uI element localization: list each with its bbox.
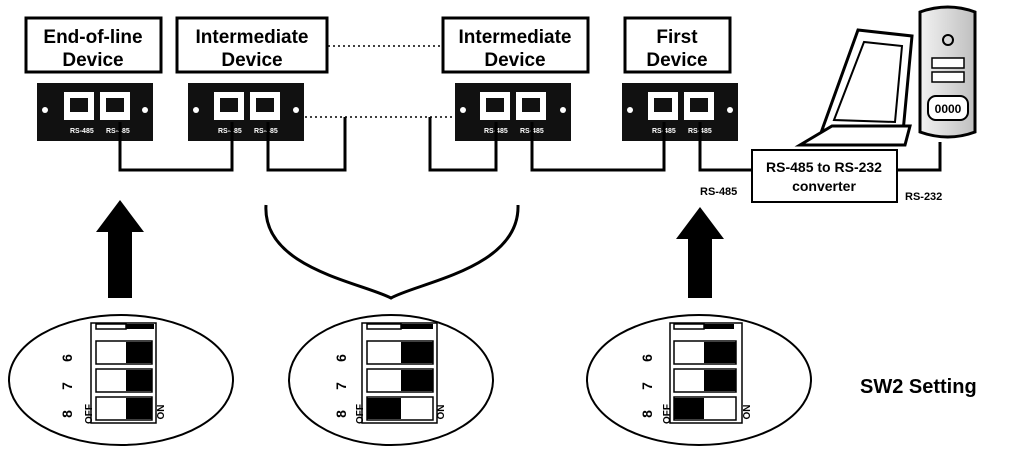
- device-label-intermediate-2: Intermediate Device: [441, 16, 590, 74]
- svg-text:8: 8: [333, 410, 349, 418]
- svg-text:6: 6: [59, 354, 75, 362]
- svg-text:7: 7: [333, 382, 349, 390]
- svg-text:RS-485: RS-485: [70, 128, 94, 135]
- rs485-cables: [118, 117, 942, 172]
- svg-text:First: First: [656, 27, 698, 48]
- device-module-first: RS-485 RS-485: [622, 83, 738, 141]
- converter-rs485-label: RS-485: [700, 186, 737, 198]
- svg-text:6: 6: [639, 354, 655, 362]
- device-label-intermediate-1: Intermediate Device: [175, 16, 329, 74]
- device-module-end-of-line: RS-485 RS-485: [37, 83, 153, 141]
- svg-text:End-of-line: End-of-line: [43, 27, 142, 48]
- svg-text:ON: ON: [156, 405, 167, 420]
- svg-text:7: 7: [639, 382, 655, 390]
- svg-text:8: 8: [639, 410, 655, 418]
- svg-text:Device: Device: [221, 50, 282, 71]
- sw2-setting-label: SW2 Setting: [860, 376, 977, 398]
- dip-switch-group-first: 6 7 8 OFF ON: [586, 314, 812, 446]
- svg-text:converter: converter: [792, 178, 856, 194]
- svg-text:OFF: OFF: [662, 404, 673, 424]
- svg-text:Device: Device: [484, 50, 545, 71]
- dip-switch-group-end-of-line: 6 7 8 OFF ON: [8, 314, 234, 446]
- svg-text:Device: Device: [62, 50, 123, 71]
- svg-text:RS-485: RS-485: [218, 128, 242, 135]
- svg-text:Intermediate: Intermediate: [196, 27, 309, 48]
- svg-text:RS-485 to RS-232: RS-485 to RS-232: [766, 159, 882, 175]
- converter-rs232-label: RS-232: [905, 191, 942, 203]
- brace-icon: [264, 204, 520, 300]
- svg-text:ON: ON: [436, 405, 447, 420]
- device-module-intermediate-2: RS-485 RS-485: [455, 83, 571, 141]
- rs485-rs232-converter: RS-485 to RS-232 converter: [751, 149, 898, 203]
- svg-text:ON: ON: [742, 405, 753, 420]
- svg-text:7: 7: [59, 382, 75, 390]
- svg-text:6: 6: [333, 354, 349, 362]
- svg-text:Intermediate: Intermediate: [459, 27, 572, 48]
- svg-text:Device: Device: [646, 50, 707, 71]
- svg-text:8: 8: [59, 410, 75, 418]
- device-label-first: First Device: [623, 16, 732, 74]
- svg-text:OFF: OFF: [84, 404, 95, 424]
- device-label-end-of-line: End-of-line Device: [24, 16, 163, 74]
- device-module-intermediate-1: RS-485 RS-485: [188, 83, 304, 141]
- computer-icon: 0000: [794, 5, 977, 147]
- svg-text:RS-485: RS-485: [106, 128, 130, 135]
- svg-text:OFF: OFF: [355, 404, 366, 424]
- svg-text:0000: 0000: [935, 102, 962, 116]
- arrow-up-icon: [676, 207, 724, 298]
- arrow-up-icon: [96, 200, 144, 298]
- svg-text:RS-485: RS-485: [254, 128, 278, 135]
- dip-switch-group-intermediate: 6 7 8 OFF ON: [288, 314, 494, 446]
